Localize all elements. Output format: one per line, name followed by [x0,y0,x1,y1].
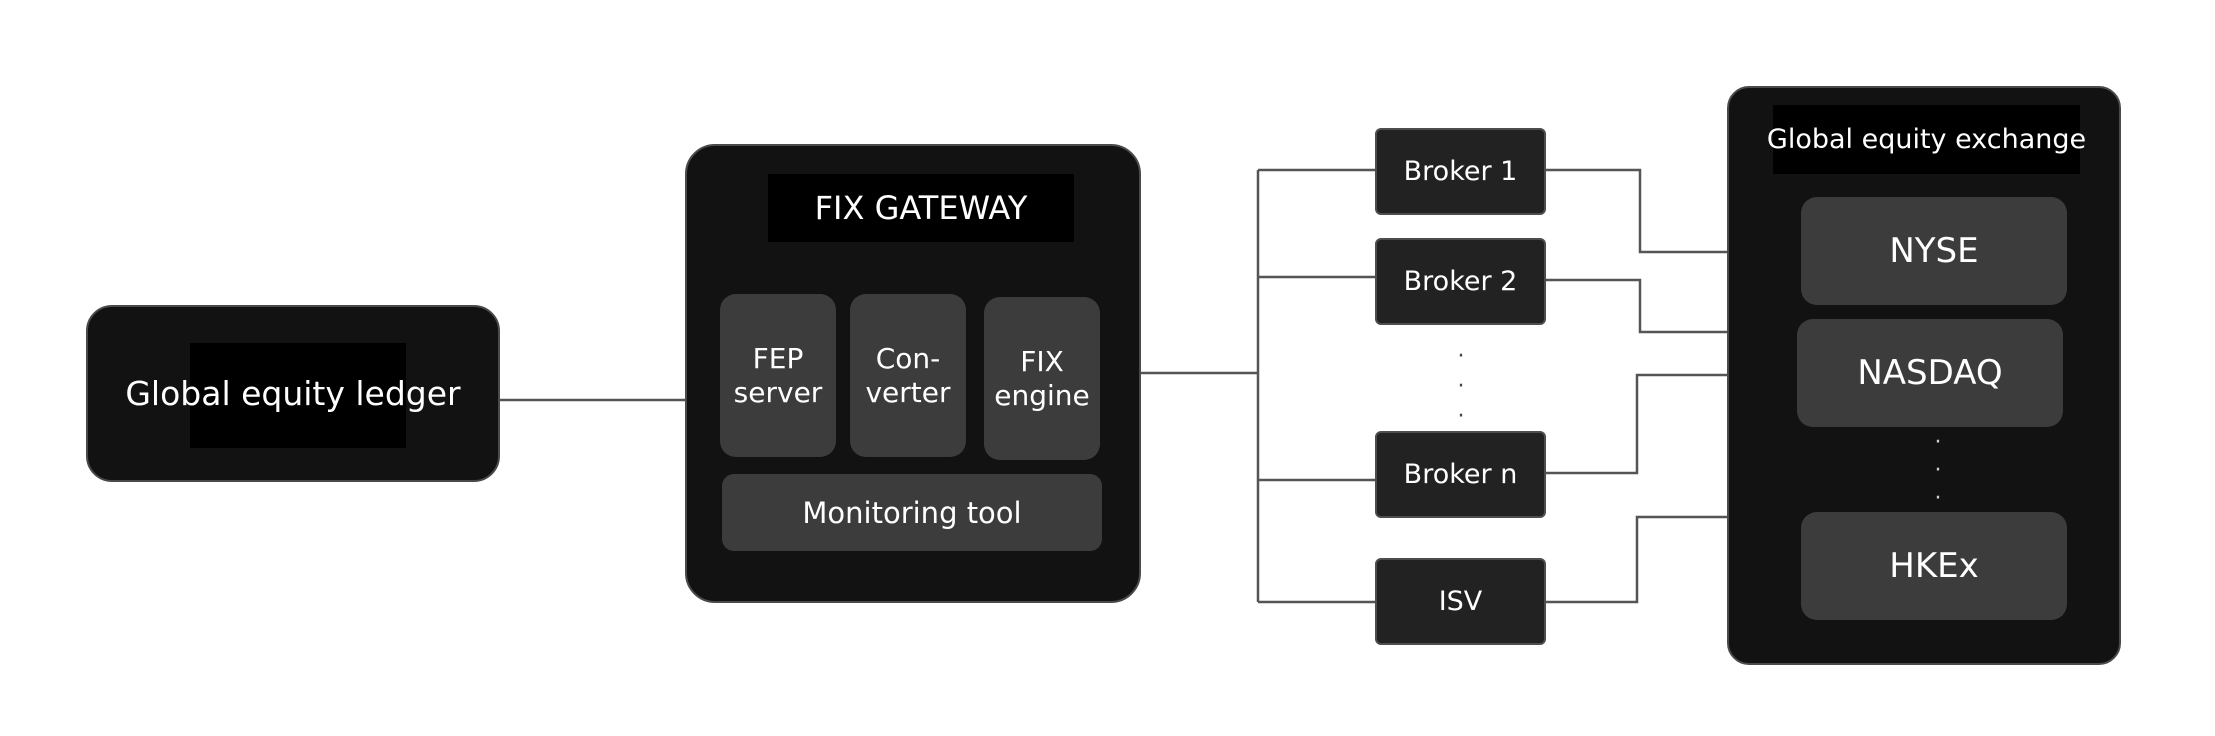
nyse-venue: NYSE [1801,197,2067,305]
broker-2-box: Broker 2 [1375,238,1546,325]
ledger-label-backdrop [190,343,406,448]
exchange-title: Global equity exchange [1767,105,2086,174]
exchange-title-text: Global equity exchange [1766,124,2087,155]
nyse-label: NYSE [1889,231,1979,271]
broker-ellipsis-dot-2: · [1457,374,1465,399]
fix-gateway-title: FIX GATEWAY [768,174,1074,242]
monitoring-tool-label: Monitoring tool [802,495,1022,530]
nasdaq-venue: NASDAQ [1797,319,2063,427]
exchange-ellipsis-dot-2: · [1934,458,1942,483]
nasdaq-label: NASDAQ [1857,353,2003,393]
fep-server-component: FEP server [720,294,836,457]
isv-box: ISV [1375,558,1546,645]
hkex-venue: HKEx [1801,512,2067,620]
broker-n-to-exchange-line [1545,373,1727,475]
broker-n-label: Broker n [1403,459,1518,490]
broker-2-to-exchange-line [1545,278,1727,334]
exchange-ellipsis-dot-1: · [1934,430,1942,455]
fep-server-label: FEP server [733,342,823,409]
broker-2-label: Broker 2 [1403,266,1518,297]
converter-label: Con- verter [865,342,951,409]
broker-1-to-exchange-line [1545,168,1727,254]
broker-ellipsis-dot-3: · [1457,404,1465,429]
monitoring-tool-component: Monitoring tool [722,474,1102,551]
broker-1-box: Broker 1 [1375,128,1546,215]
ledger-label: Global equity ledger [125,374,461,413]
isv-to-exchange-line [1545,515,1727,604]
hkex-label: HKEx [1889,546,1979,586]
broker-ellipsis-dot-1: · [1457,344,1465,369]
broker-n-box: Broker n [1375,431,1546,518]
broker-1-label: Broker 1 [1403,156,1518,187]
fix-engine-label: FIX engine [994,345,1090,412]
global-equity-ledger-box: Global equity ledger [86,305,500,482]
exchange-ellipsis-dot-3: · [1934,486,1942,511]
fix-engine-component: FIX engine [984,297,1100,460]
converter-component: Con- verter [850,294,966,457]
isv-label: ISV [1438,586,1483,617]
fix-gateway-title-text: FIX GATEWAY [814,189,1028,227]
